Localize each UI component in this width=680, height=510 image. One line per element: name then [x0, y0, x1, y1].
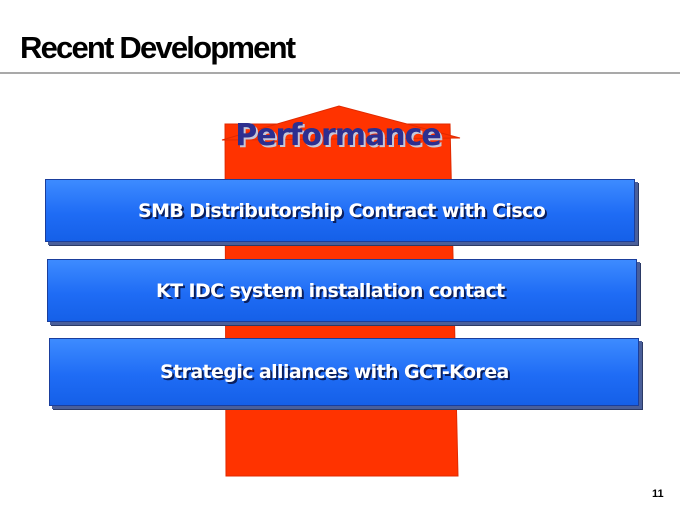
- item-label-2: KT IDC system installation contact: [156, 279, 505, 302]
- item-box-2: KT IDC system installation contact: [47, 259, 637, 322]
- item-label-1: SMB Distributorship Contract with Cisco: [138, 199, 546, 222]
- arrow-label-performance: Performance: [235, 118, 442, 153]
- slide-title: Recent Development: [20, 30, 296, 65]
- item-box-3: Strategic alliances with GCT-Korea: [49, 338, 639, 406]
- item-label-3: Strategic alliances with GCT-Korea: [160, 361, 509, 383]
- item-box-1: SMB Distributorship Contract with Cisco: [45, 179, 635, 242]
- title-divider: [0, 72, 680, 74]
- page-number: 11: [652, 488, 664, 500]
